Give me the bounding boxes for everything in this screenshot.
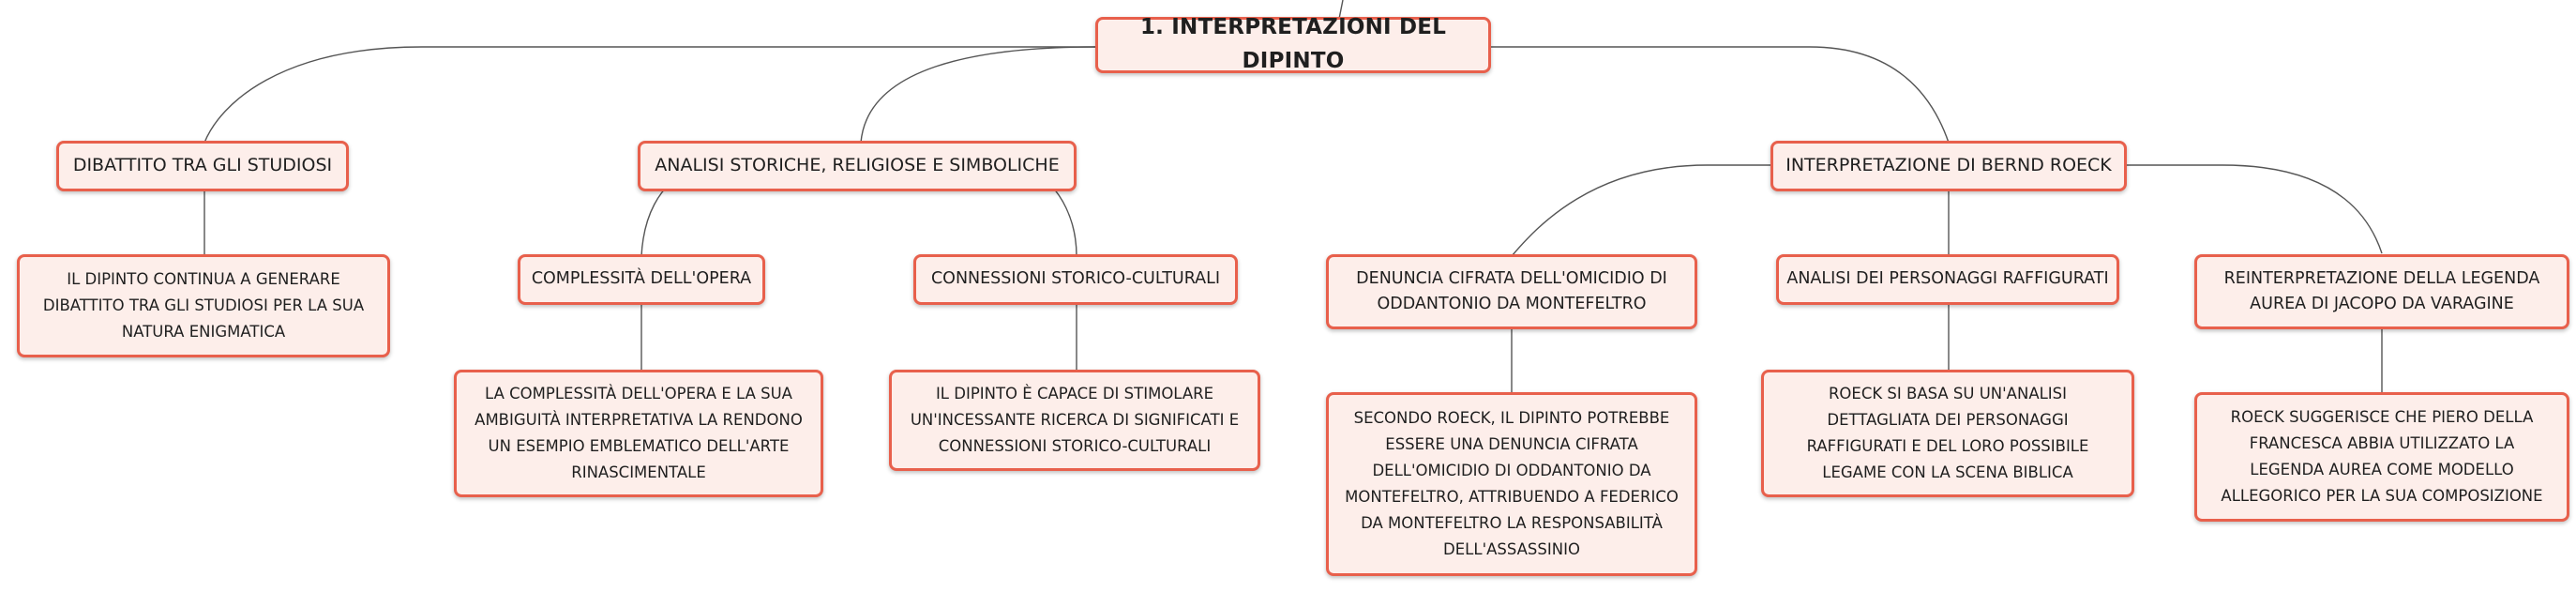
branch-roeck[interactable]: INTERPRETAZIONE DI BERND ROECK [1770, 141, 2127, 191]
connessioni-detail[interactable]: IL DIPINTO È CAPACE DI STIMOLARE UN'INCE… [889, 370, 1260, 471]
sub-personaggi-label: ANALISI DEI PERSONAGGI RAFFIGURATI [1786, 269, 2109, 289]
complessita-detail[interactable]: LA COMPLESSITÀ DELL'OPERA E LA SUA AMBIG… [454, 370, 823, 497]
legenda-detail[interactable]: ROECK SUGGERISCE CHE PIERO DELLA FRANCES… [2194, 392, 2569, 522]
personaggi-detail-text: ROECK SI BASA SU UN'ANALISI DETTAGLIATA … [1806, 384, 2089, 482]
branch-roeck-label: INTERPRETAZIONE DI BERND ROECK [1785, 155, 2112, 176]
sub-denuncia-label: DENUNCIA CIFRATA DELL'OMICIDIO DI ODDANT… [1356, 268, 1667, 313]
legenda-detail-text: ROECK SUGGERISCE CHE PIERO DELLA FRANCES… [2221, 407, 2543, 506]
sub-personaggi[interactable]: ANALISI DEI PERSONAGGI RAFFIGURATI [1776, 254, 2119, 305]
connessioni-detail-text: IL DIPINTO È CAPACE DI STIMOLARE UN'INCE… [910, 384, 1240, 456]
branch-analisi[interactable]: ANALISI STORICHE, RELIGIOSE E SIMBOLICHE [638, 141, 1077, 191]
root-node[interactable]: 1. INTERPRETAZIONI DEL DIPINTO [1095, 15, 1491, 73]
sub-connessioni-label: CONNESSIONI STORICO-CULTURALI [930, 269, 1221, 289]
connector-roeck-denuncia [1511, 164, 1770, 257]
connector-roeck-legenda [2127, 164, 2383, 254]
dibattito-detail-text: IL DIPINTO CONTINUA A GENERARE DIBATTITO… [42, 269, 365, 342]
dibattito-detail[interactable]: IL DIPINTO CONTINUA A GENERARE DIBATTITO… [17, 254, 390, 357]
connector-root-parent [1338, 0, 1344, 20]
branch-dibattito[interactable]: DIBATTITO TRA GLI STUDIOSI [56, 141, 349, 191]
root-label: 1. INTERPRETAZIONI DEL DIPINTO [1139, 15, 1447, 73]
denuncia-detail[interactable]: SECONDO ROECK, IL DIPINTO POTREBBE ESSER… [1326, 392, 1697, 576]
sub-complessita-label: COMPLESSITÀ DELL'OPERA [531, 269, 752, 289]
branch-analisi-label: ANALISI STORICHE, RELIGIOSE E SIMBOLICHE [655, 155, 1060, 176]
sub-complessita[interactable]: COMPLESSITÀ DELL'OPERA [518, 254, 765, 305]
branch-dibattito-label: DIBATTITO TRA GLI STUDIOSI [72, 155, 333, 176]
complessita-detail-text: LA COMPLESSITÀ DELL'OPERA E LA SUA AMBIG… [475, 384, 803, 482]
sub-legenda[interactable]: REINTERPRETAZIONE DELLA LEGENDA AUREA DI… [2194, 254, 2569, 329]
denuncia-detail-text: SECONDO ROECK, IL DIPINTO POTREBBE ESSER… [1345, 408, 1679, 559]
connector-root-analisi [860, 46, 1096, 144]
sub-legenda-label: REINTERPRETAZIONE DELLA LEGENDA AUREA DI… [2223, 268, 2540, 313]
sub-denuncia[interactable]: DENUNCIA CIFRATA DELL'OMICIDIO DI ODDANT… [1326, 254, 1697, 329]
sub-connessioni[interactable]: CONNESSIONI STORICO-CULTURALI [913, 254, 1238, 305]
connector-root-roeck [1491, 46, 1950, 144]
connector-root-dibattito [203, 46, 1095, 144]
personaggi-detail[interactable]: ROECK SI BASA SU UN'ANALISI DETTAGLIATA … [1761, 370, 2134, 497]
